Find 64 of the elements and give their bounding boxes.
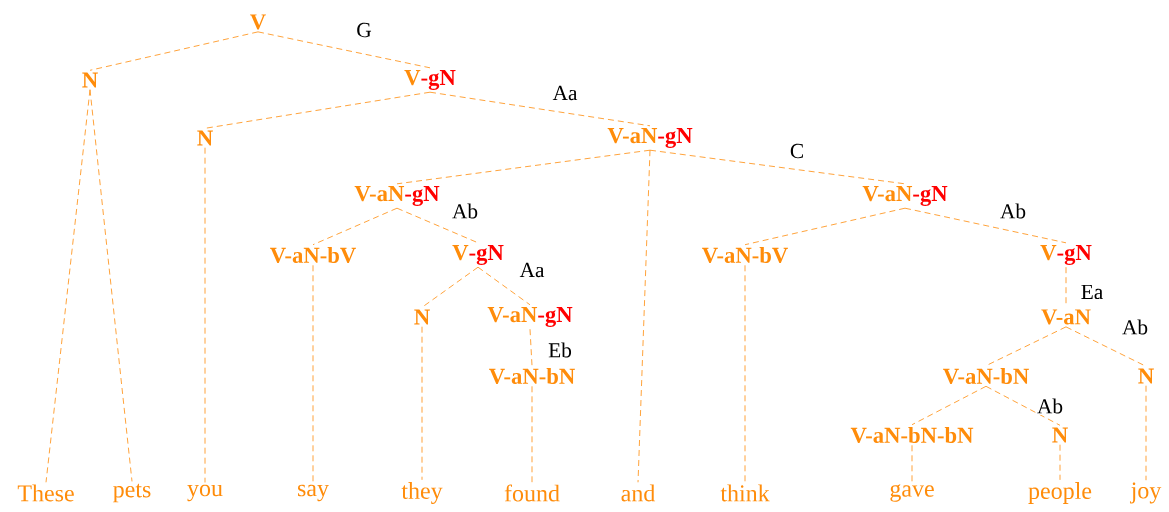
edge-label: Ea xyxy=(1079,283,1105,301)
word-label: think xyxy=(720,484,770,502)
tree-branch xyxy=(421,266,479,308)
tree-branch xyxy=(911,385,987,426)
tree-branch xyxy=(477,266,531,306)
tree-branch xyxy=(396,207,479,244)
category-label: N xyxy=(414,309,430,325)
edge-label: C xyxy=(788,142,806,160)
tree-branch xyxy=(649,149,906,185)
word-label: These xyxy=(17,484,74,502)
word-label: joy xyxy=(1130,482,1162,504)
tree-branch xyxy=(204,91,431,129)
tree-branch xyxy=(257,31,431,69)
tree-branch xyxy=(396,149,651,185)
tree-branch xyxy=(429,91,651,127)
word-label: gave xyxy=(890,484,934,502)
tree-branch xyxy=(45,89,91,483)
word-label: and xyxy=(621,484,656,502)
category-label: V-gN xyxy=(1040,245,1092,265)
word-label: people xyxy=(1028,482,1092,504)
edge-label: Ab xyxy=(450,202,480,220)
tree-branch xyxy=(985,326,1067,367)
category-label: V-gN xyxy=(404,70,456,90)
tree-branch xyxy=(985,385,1061,426)
category-label: N xyxy=(1052,427,1068,443)
category-label: V-aN-gN xyxy=(487,307,573,327)
tree-branch xyxy=(1065,326,1147,367)
edge-label: Ab xyxy=(1035,397,1065,415)
word-label: they xyxy=(401,482,443,504)
tree-branch xyxy=(89,31,259,71)
word-label: pets xyxy=(113,483,151,503)
word-label: say xyxy=(298,484,329,502)
tree-branch xyxy=(531,385,533,483)
category-label: V-aN-gN xyxy=(607,128,693,148)
edge-label: Aa xyxy=(551,84,579,102)
edge-label: G xyxy=(354,21,374,39)
edge-label: Eb xyxy=(546,341,574,359)
category-label: V-aN-gN xyxy=(354,186,440,206)
tree-branch xyxy=(1145,385,1147,481)
tree-branch xyxy=(911,444,913,483)
category-label: N xyxy=(82,72,98,88)
edge-label: Aa xyxy=(518,261,546,279)
category-label: V xyxy=(250,14,266,30)
category-label: V-aN xyxy=(1041,309,1091,325)
category-label: V-aN-bV xyxy=(270,246,356,264)
tree-branch xyxy=(1059,444,1061,481)
word-label: found xyxy=(504,484,560,502)
edge-label: Ab xyxy=(1120,318,1150,336)
edge-label: Ab xyxy=(998,202,1028,220)
category-label: V-aN-gN xyxy=(862,186,948,206)
tree-branch xyxy=(204,147,206,483)
category-label: V-aN-bN xyxy=(489,367,575,385)
tree-branch xyxy=(529,328,533,367)
category-label: V-aN-bN-bN xyxy=(850,426,974,444)
category-label: V-aN-bV xyxy=(702,246,788,264)
word-label: you xyxy=(187,484,223,502)
tree-branch xyxy=(637,149,651,483)
tree-branch xyxy=(89,89,133,482)
category-label: V-gN xyxy=(452,245,504,265)
category-label: N xyxy=(197,130,213,146)
category-label: N xyxy=(1138,368,1154,384)
tree-branch xyxy=(312,207,398,246)
tree-branch xyxy=(421,326,423,481)
category-label: V-aN-bN xyxy=(943,367,1029,385)
